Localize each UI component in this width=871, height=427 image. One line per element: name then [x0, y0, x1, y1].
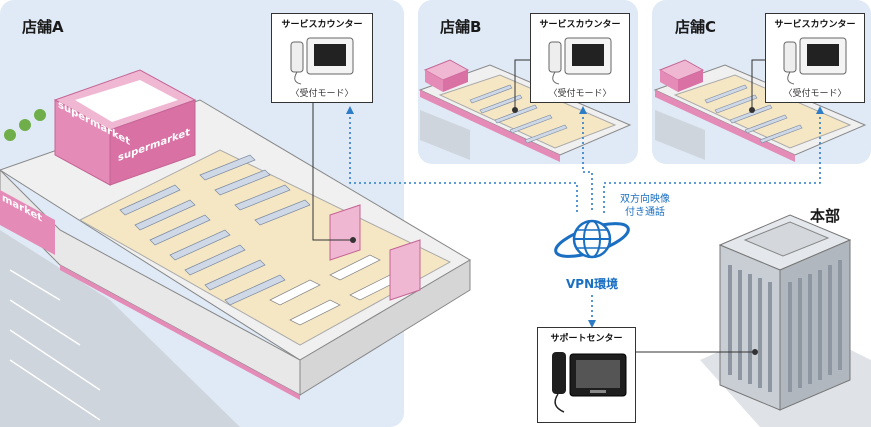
intercom-handset-monitor-icon	[552, 352, 627, 413]
counter-mode: 〈受付モード〉	[290, 89, 354, 99]
support-center-box: サポートセンター	[537, 327, 636, 423]
store-a-label: 店舗A	[22, 18, 64, 36]
store-c-counter-box: サービスカウンター 〈受付モード〉	[765, 13, 865, 103]
store-a-counter-box: サービスカウンター 〈受付モード〉	[271, 13, 373, 103]
intercom-monitor-icon	[548, 37, 612, 85]
globe-network-icon	[554, 219, 630, 259]
counter-title: サービスカウンター	[281, 20, 363, 30]
store-c-label: 店舗C	[675, 18, 717, 36]
hq-label: 本部	[810, 207, 841, 225]
counter-mode: 〈受付モード〉	[548, 89, 612, 99]
vpn-note-line1: 双方向映像	[620, 194, 670, 205]
vpn-note-line2: 付き通話	[625, 207, 665, 218]
counter-title: サービスカウンター	[539, 20, 621, 30]
counter-title: サービスカウンター	[774, 20, 856, 30]
store-b-counter-box: サービスカウンター 〈受付モード〉	[530, 13, 630, 103]
vpn-label: VPN環境	[566, 277, 619, 291]
counter-mode: 〈受付モード〉	[783, 89, 847, 99]
intercom-monitor-icon	[290, 37, 354, 85]
vpn-note: 双方向映像 付き通話	[615, 193, 675, 219]
intercom-monitor-icon	[783, 37, 847, 85]
store-b-label: 店舗B	[440, 18, 482, 36]
support-title: サポートセンター	[550, 334, 623, 344]
